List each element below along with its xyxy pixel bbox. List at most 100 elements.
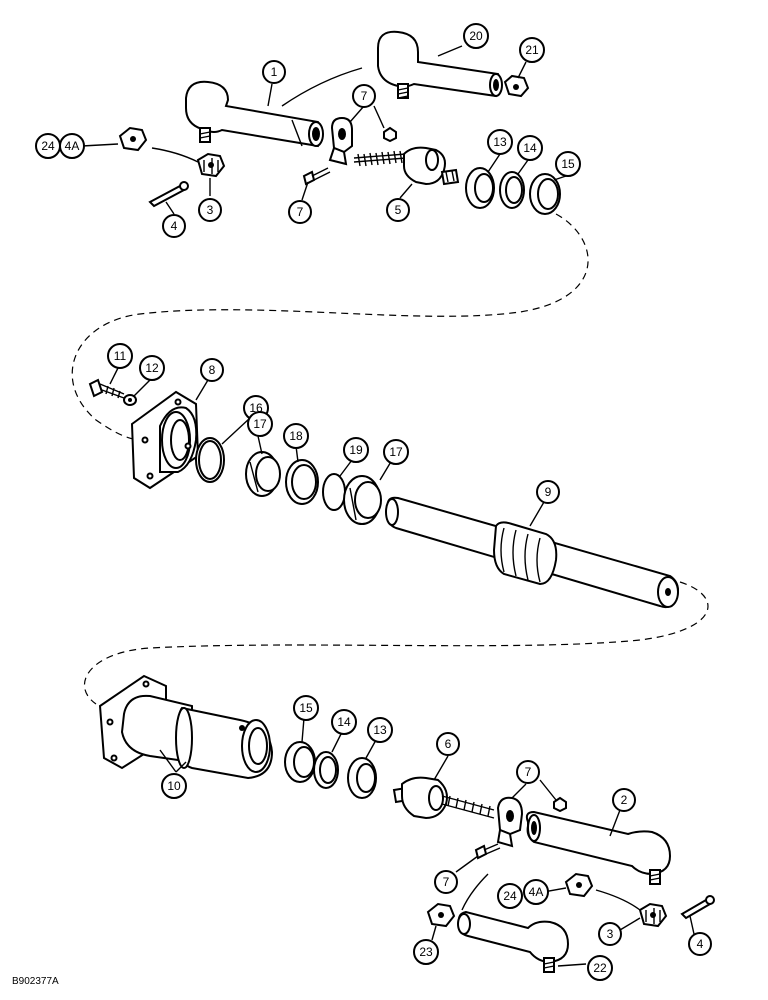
svg-text:22: 22 — [593, 961, 607, 975]
svg-text:8: 8 — [209, 363, 216, 377]
svg-text:24: 24 — [41, 139, 55, 153]
nut-24-bottom — [564, 872, 594, 898]
callout-20: 20 — [463, 23, 489, 49]
seal-ring-14-bottom — [313, 751, 339, 789]
svg-text:21: 21 — [525, 43, 539, 57]
piston-rod-9 — [385, 496, 679, 609]
svg-text:7: 7 — [443, 875, 450, 889]
callout-4A-bottom: 4A — [523, 879, 549, 905]
svg-text:9: 9 — [545, 485, 552, 499]
nut-24-top — [118, 126, 148, 152]
seal-ring-14-top — [499, 171, 525, 209]
callout-4-top: 4 — [162, 214, 186, 238]
o-ring-16-inner — [198, 440, 222, 480]
svg-text:7: 7 — [361, 89, 368, 103]
ring-18 — [285, 459, 319, 505]
inner-tie-rod-6 — [392, 776, 495, 820]
svg-text:10: 10 — [167, 779, 181, 793]
svg-text:12: 12 — [145, 361, 159, 375]
callout-19: 19 — [343, 437, 369, 463]
bolt-11 — [88, 378, 125, 399]
nut-7-top — [383, 126, 397, 143]
inner-tie-rod-5 — [353, 146, 460, 186]
leader-7-22 — [461, 873, 489, 911]
callout-13-top: 13 — [487, 129, 513, 155]
castle-nut-3-bottom — [638, 902, 668, 928]
callout-11: 11 — [107, 343, 133, 369]
svg-text:4: 4 — [171, 219, 178, 233]
callout-5: 5 — [386, 198, 410, 222]
callout-13-bottom: 13 — [367, 717, 393, 743]
svg-text:19: 19 — [349, 443, 363, 457]
callout-1: 1 — [262, 60, 286, 84]
callout-22: 22 — [587, 955, 613, 981]
callout-4A-top: 4A — [59, 133, 85, 159]
svg-text:15: 15 — [299, 701, 313, 715]
bolt-7-top — [302, 167, 331, 186]
callout-24-bottom: 24 — [497, 883, 523, 909]
o-ring-19 — [322, 473, 346, 511]
mounting-flange-8 — [130, 390, 200, 490]
svg-text:3: 3 — [207, 203, 214, 217]
callout-7-bottom-bolt: 7 — [434, 870, 458, 894]
cotter-pin-4-top — [148, 181, 189, 208]
wiper-ring-13-bottom — [347, 757, 377, 799]
svg-text:11: 11 — [114, 349, 127, 363]
svg-text:4A: 4A — [65, 139, 80, 153]
callout-15-bottom: 15 — [293, 695, 319, 721]
nut-21 — [503, 74, 530, 98]
svg-text:23: 23 — [419, 945, 433, 959]
callout-leaders — [81, 45, 695, 967]
svg-text:13: 13 — [493, 135, 507, 149]
svg-text:2: 2 — [621, 793, 628, 807]
callout-9: 9 — [536, 480, 560, 504]
callout-14-bottom: 14 — [331, 709, 357, 735]
svg-text:17: 17 — [389, 445, 403, 459]
seal-ring-17-left — [245, 451, 281, 497]
tie-rod-1 — [185, 80, 324, 148]
callout-14-top: 14 — [517, 135, 543, 161]
cotter-pin-4-bottom — [680, 895, 715, 920]
callout-2: 2 — [612, 788, 636, 812]
svg-text:5: 5 — [395, 203, 402, 217]
connector-middle-to-bottom — [84, 581, 709, 705]
callout-10: 10 — [161, 773, 187, 799]
svg-text:14: 14 — [523, 141, 537, 155]
tie-rod-end-22 — [457, 910, 570, 973]
callout-15-top: 15 — [555, 151, 581, 177]
callout-7-top: 7 — [352, 84, 376, 108]
svg-text:15: 15 — [561, 157, 575, 171]
callout-7-top-bolt: 7 — [288, 200, 312, 224]
callout-17-left: 17 — [247, 411, 273, 437]
svg-text:17: 17 — [253, 417, 267, 431]
ring-15-bottom — [284, 741, 316, 783]
leader-1-20 — [281, 67, 363, 107]
callout-7-bottom: 7 — [516, 760, 540, 784]
svg-text:3: 3 — [607, 927, 614, 941]
callout-8: 8 — [200, 358, 224, 382]
svg-text:20: 20 — [469, 29, 483, 43]
svg-text:7: 7 — [297, 205, 304, 219]
leader-nut-line-top — [151, 147, 199, 163]
svg-text:13: 13 — [373, 723, 387, 737]
wiper-ring-13-top — [465, 167, 495, 209]
callout-17-right: 17 — [383, 439, 409, 465]
clamp-7-top — [328, 116, 353, 166]
cylinder-barrel-10 — [98, 674, 274, 780]
svg-text:4: 4 — [697, 937, 704, 951]
svg-text:6: 6 — [445, 737, 452, 751]
figure-id: B902377A — [12, 976, 59, 987]
svg-text:18: 18 — [289, 429, 303, 443]
callout-3-bottom: 3 — [598, 922, 622, 946]
lock-washer-12 — [123, 394, 137, 406]
svg-text:24: 24 — [503, 889, 517, 903]
callout-23: 23 — [413, 939, 439, 965]
clamp-7-bottom — [496, 796, 524, 848]
connector-top-to-middle — [71, 213, 589, 441]
callout-6: 6 — [436, 732, 460, 756]
callout-21: 21 — [519, 37, 545, 63]
tie-rod-end-20 — [377, 30, 503, 99]
svg-text:1: 1 — [271, 65, 278, 79]
callout-12: 12 — [139, 355, 165, 381]
